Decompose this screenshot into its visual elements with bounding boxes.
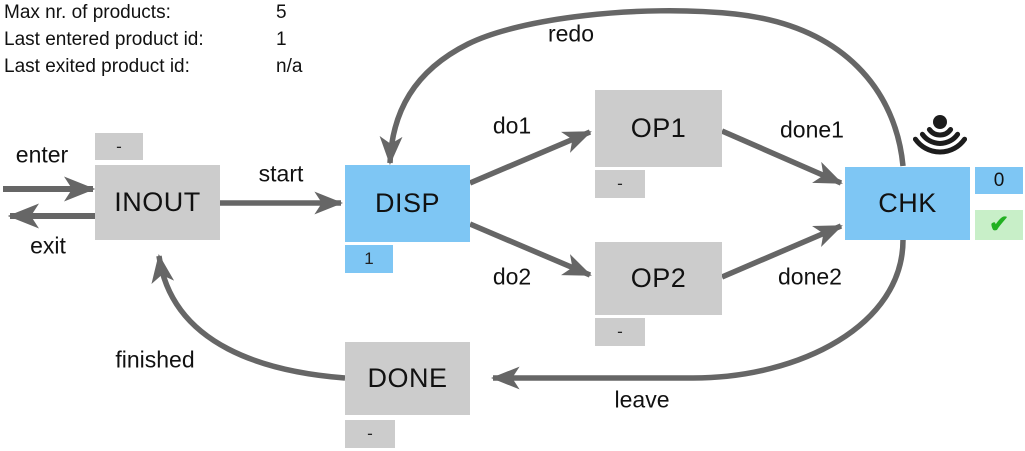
node-op1[interactable]: OP1 <box>595 90 722 167</box>
inout-token-value: - <box>116 136 122 156</box>
edge-label-start: start <box>258 160 304 187</box>
node-disp-label: DISP <box>374 188 441 218</box>
edge-do2-arrow <box>468 221 592 278</box>
node-op1-label: OP1 <box>630 113 687 143</box>
max-products-value: 5 <box>276 2 287 23</box>
last-entered-value: 1 <box>276 29 287 50</box>
chk-counter-value: 0 <box>993 169 1005 191</box>
disp-token-badge: 1 <box>345 245 393 273</box>
edge-leave-arrow <box>490 239 906 390</box>
node-op2[interactable]: OP2 <box>595 242 722 315</box>
node-inout-label: INOUT <box>114 187 201 217</box>
op2-token-badge: - <box>595 318 645 346</box>
op1-token-badge: - <box>595 170 645 198</box>
last-exited-value: n/a <box>276 56 303 77</box>
last-exited-label: Last exited product id: <box>4 56 190 77</box>
edge-do1-arrow <box>468 129 592 186</box>
edge-label-done2: done2 <box>778 263 842 290</box>
last-entered-label: Last entered product id: <box>4 29 204 50</box>
node-disp[interactable]: DISP <box>345 165 470 242</box>
edge-label-leave: leave <box>614 386 670 413</box>
signal-waves-icon <box>913 115 967 155</box>
done-token-value: - <box>367 424 373 443</box>
edge-label-exit: exit <box>30 232 66 259</box>
chk-status-badge: ✔ <box>975 210 1023 240</box>
node-op2-label: OP2 <box>630 263 687 293</box>
node-chk-label: CHK <box>878 188 937 218</box>
max-products-label: Max nr. of products: <box>4 2 171 23</box>
node-done[interactable]: DONE <box>345 342 470 415</box>
op2-token-value: - <box>617 322 623 341</box>
edge-label-do1: do1 <box>492 112 532 139</box>
inout-token-badge: - <box>95 133 143 160</box>
status-panel: Max nr. of products: 5 Last entered prod… <box>4 2 302 78</box>
edge-done2-arrow <box>720 223 843 280</box>
edge-label-done1: done1 <box>780 116 844 143</box>
edge-redo-arrow <box>379 8 906 167</box>
edge-done1-arrow <box>720 128 843 186</box>
node-done-label: DONE <box>367 363 448 393</box>
edge-label-finished: finished <box>115 346 195 373</box>
edge-label-redo: redo <box>547 20 595 47</box>
edge-label-enter: enter <box>15 141 69 168</box>
check-mark-icon: ✔ <box>988 211 1010 238</box>
chk-counter-badge: 0 <box>975 167 1023 194</box>
edge-label-do2: do2 <box>492 263 532 290</box>
edge-finished-arrow <box>151 254 346 381</box>
node-chk[interactable]: CHK <box>845 167 970 240</box>
op1-token-value: - <box>617 174 623 193</box>
disp-token-value: 1 <box>364 249 374 268</box>
node-inout[interactable]: INOUT <box>95 165 220 240</box>
done-token-badge: - <box>345 420 395 448</box>
